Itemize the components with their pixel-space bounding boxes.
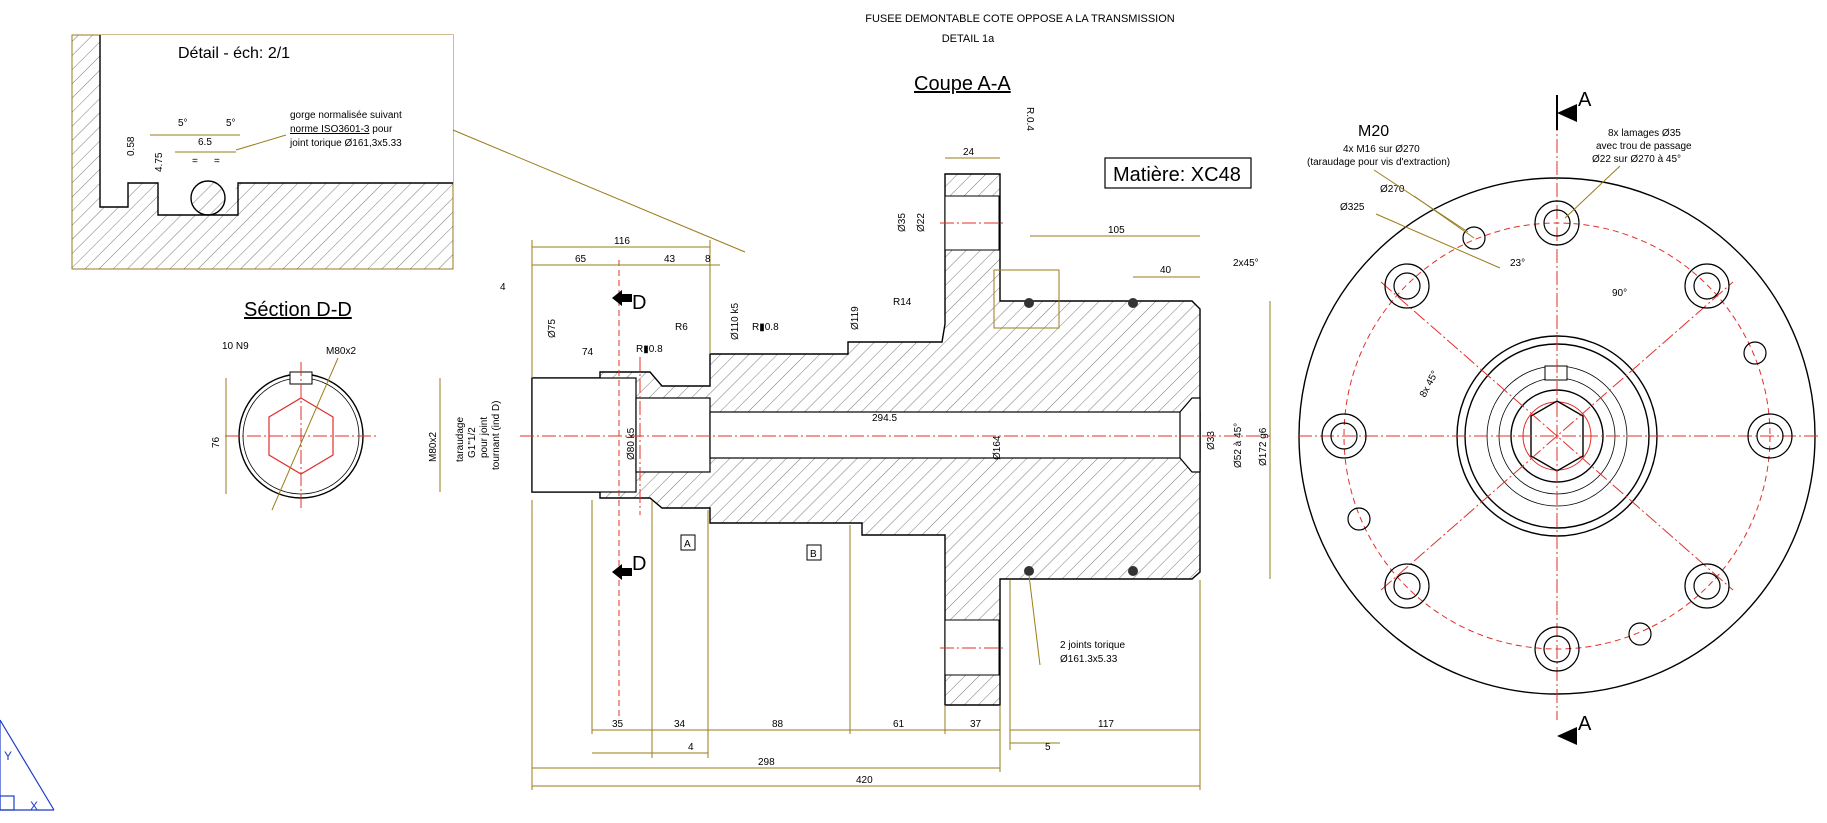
dim-117: 117 xyxy=(1098,719,1114,730)
m16-line2: (taraudage pour vis d'extraction) xyxy=(1307,157,1450,168)
ang23-label: 23° xyxy=(1510,258,1525,269)
cut-d-bottom-arrow xyxy=(612,564,632,580)
groove-norm-suffix: pour xyxy=(370,124,393,135)
dim-2945: 294.5 xyxy=(872,413,897,424)
datum-a: A xyxy=(684,539,691,550)
dim-37: 37 xyxy=(970,719,982,730)
dim-35-bottom: 35 xyxy=(612,719,624,730)
m16-holes xyxy=(1347,226,1767,646)
dim-34: 34 xyxy=(674,719,686,730)
dim-m80: M80x2 xyxy=(428,432,439,462)
dim-61: 61 xyxy=(893,719,905,730)
dim-105: 105 xyxy=(1108,225,1125,236)
dim-r6: R6 xyxy=(675,322,688,333)
groove-note-line3: joint torique Ø161,3x5.33 xyxy=(289,138,402,149)
lamage-line2: avec trou de passage xyxy=(1596,141,1692,152)
groove-note-line1: gorge normalisée suivant xyxy=(290,110,402,121)
dim-chamfer: 2x45° xyxy=(1233,258,1259,269)
detail-angle-right: 5° xyxy=(226,118,236,129)
dim-298: 298 xyxy=(758,757,775,768)
dim-4-bottom: 4 xyxy=(688,742,694,753)
dim-r14: R14 xyxy=(893,297,912,308)
d325-label: Ø325 xyxy=(1340,202,1365,213)
groove-note-line2: norme ISO3601-3 pour xyxy=(290,124,393,135)
lamage-holes xyxy=(1321,200,1793,672)
detail-eq-left: = xyxy=(192,156,198,167)
dim-d164: Ø164 xyxy=(992,435,1003,460)
thread-dim: M80x2 xyxy=(326,346,356,357)
cut-a-top-label: A xyxy=(1578,89,1592,111)
section-aa-view: Coupe A-A Matière: XC48 D D xyxy=(428,73,1271,790)
section-dd-title: Séction D-D xyxy=(244,299,352,321)
cut-a-bottom-label: A xyxy=(1578,713,1592,735)
dim-40: 40 xyxy=(1160,265,1172,276)
dim-d52: Ø52 à 45° xyxy=(1233,423,1244,468)
diam-76-dim: 76 xyxy=(211,436,222,448)
m16-line1: 4x M16 sur Ø270 xyxy=(1343,144,1420,155)
lamage-line1: 8x lamages Ø35 xyxy=(1608,128,1681,139)
front-view: A A M20 4x M16 sur Ø270 (taraudage pour … xyxy=(1298,89,1818,745)
dim-65: 65 xyxy=(575,254,587,265)
detail-height-058: 0.58 xyxy=(126,136,137,156)
dim-d110: Ø110 k5 xyxy=(730,303,741,340)
detail-view: Détail - éch: 2/1 5° 5° 6.5 = = 0.58 4.7… xyxy=(71,34,454,270)
cut-d-top-label: D xyxy=(632,292,646,314)
detail-eq-right: = xyxy=(214,156,220,167)
cut-d-bottom-label: D xyxy=(632,553,646,575)
lamage-line3: Ø22 sur Ø270 à 45° xyxy=(1592,154,1681,165)
drawing-title-line2: DETAIL 1a xyxy=(942,33,995,45)
tapping-line2: G1"1/2 xyxy=(467,427,478,458)
section-aa-title: Coupe A-A xyxy=(914,73,1011,95)
dim-4-top: 4 xyxy=(500,282,506,293)
dim-r04: R.0.4 xyxy=(1024,107,1035,131)
datum-b: B xyxy=(810,549,817,560)
dim-d33: Ø33 xyxy=(1206,431,1217,450)
detail-width: 6.5 xyxy=(198,137,212,148)
ucs-x-label: X xyxy=(30,799,38,813)
dim-74: 74 xyxy=(582,347,594,358)
cut-a-bottom-arrow xyxy=(1557,727,1577,745)
material-label: Matière: XC48 xyxy=(1113,164,1241,186)
section-dd-view: Séction D-D 10 N9 M80x2 76 xyxy=(211,299,377,511)
ang90-label: 90° xyxy=(1612,288,1627,299)
dim-d80: Ø80 k5 xyxy=(626,427,637,460)
d270-label: Ø270 xyxy=(1380,184,1405,195)
detail-title: Détail - éch: 2/1 xyxy=(178,45,290,62)
drawing-title-line1: FUSEE DEMONTABLE COTE OPPOSE A LA TRANSM… xyxy=(865,13,1175,25)
dim-116: 116 xyxy=(614,236,630,247)
dim-5: 5 xyxy=(1045,742,1051,753)
o-ring-section xyxy=(190,180,226,216)
dim-420: 420 xyxy=(856,775,873,786)
cut-d-top-arrow xyxy=(612,290,632,306)
joints-line1: 2 joints torique xyxy=(1060,640,1125,651)
detail-height-475: 4.75 xyxy=(154,152,165,172)
ang8x45-label: 8x 45° xyxy=(1418,369,1441,399)
tapping-line1: taraudage xyxy=(455,417,466,462)
keyway-dim: 10 N9 xyxy=(222,341,249,352)
ucs-icon: X Y xyxy=(0,719,55,813)
dim-r08-b: R▮0.8 xyxy=(752,322,779,333)
dim-d75: Ø75 xyxy=(547,319,558,338)
tapping-line4: tournant (ind D) xyxy=(491,401,502,470)
groove-norm-link: norme ISO3601-3 xyxy=(290,124,370,135)
dim-8: 8 xyxy=(705,254,711,265)
dim-r08-a: R▮0.8 xyxy=(636,344,663,355)
joints-line2: Ø161.3x5.33 xyxy=(1060,654,1118,665)
dim-d172: Ø172 g6 xyxy=(1258,427,1269,466)
dim-d22: Ø22 xyxy=(916,213,927,232)
m20-label: M20 xyxy=(1358,123,1389,140)
cut-a-top-arrow xyxy=(1557,104,1577,122)
dim-d35: Ø35 xyxy=(897,213,908,232)
dim-43: 43 xyxy=(664,254,676,265)
dim-d119: Ø119 xyxy=(850,306,861,330)
dim-88: 88 xyxy=(772,719,784,730)
ucs-y-label: Y xyxy=(4,749,12,763)
tapping-line3: pour joint xyxy=(479,417,490,458)
detail-leader xyxy=(452,129,746,253)
dim-24: 24 xyxy=(963,147,975,158)
material-box xyxy=(1104,157,1252,189)
detail-angle-left: 5° xyxy=(178,118,188,129)
